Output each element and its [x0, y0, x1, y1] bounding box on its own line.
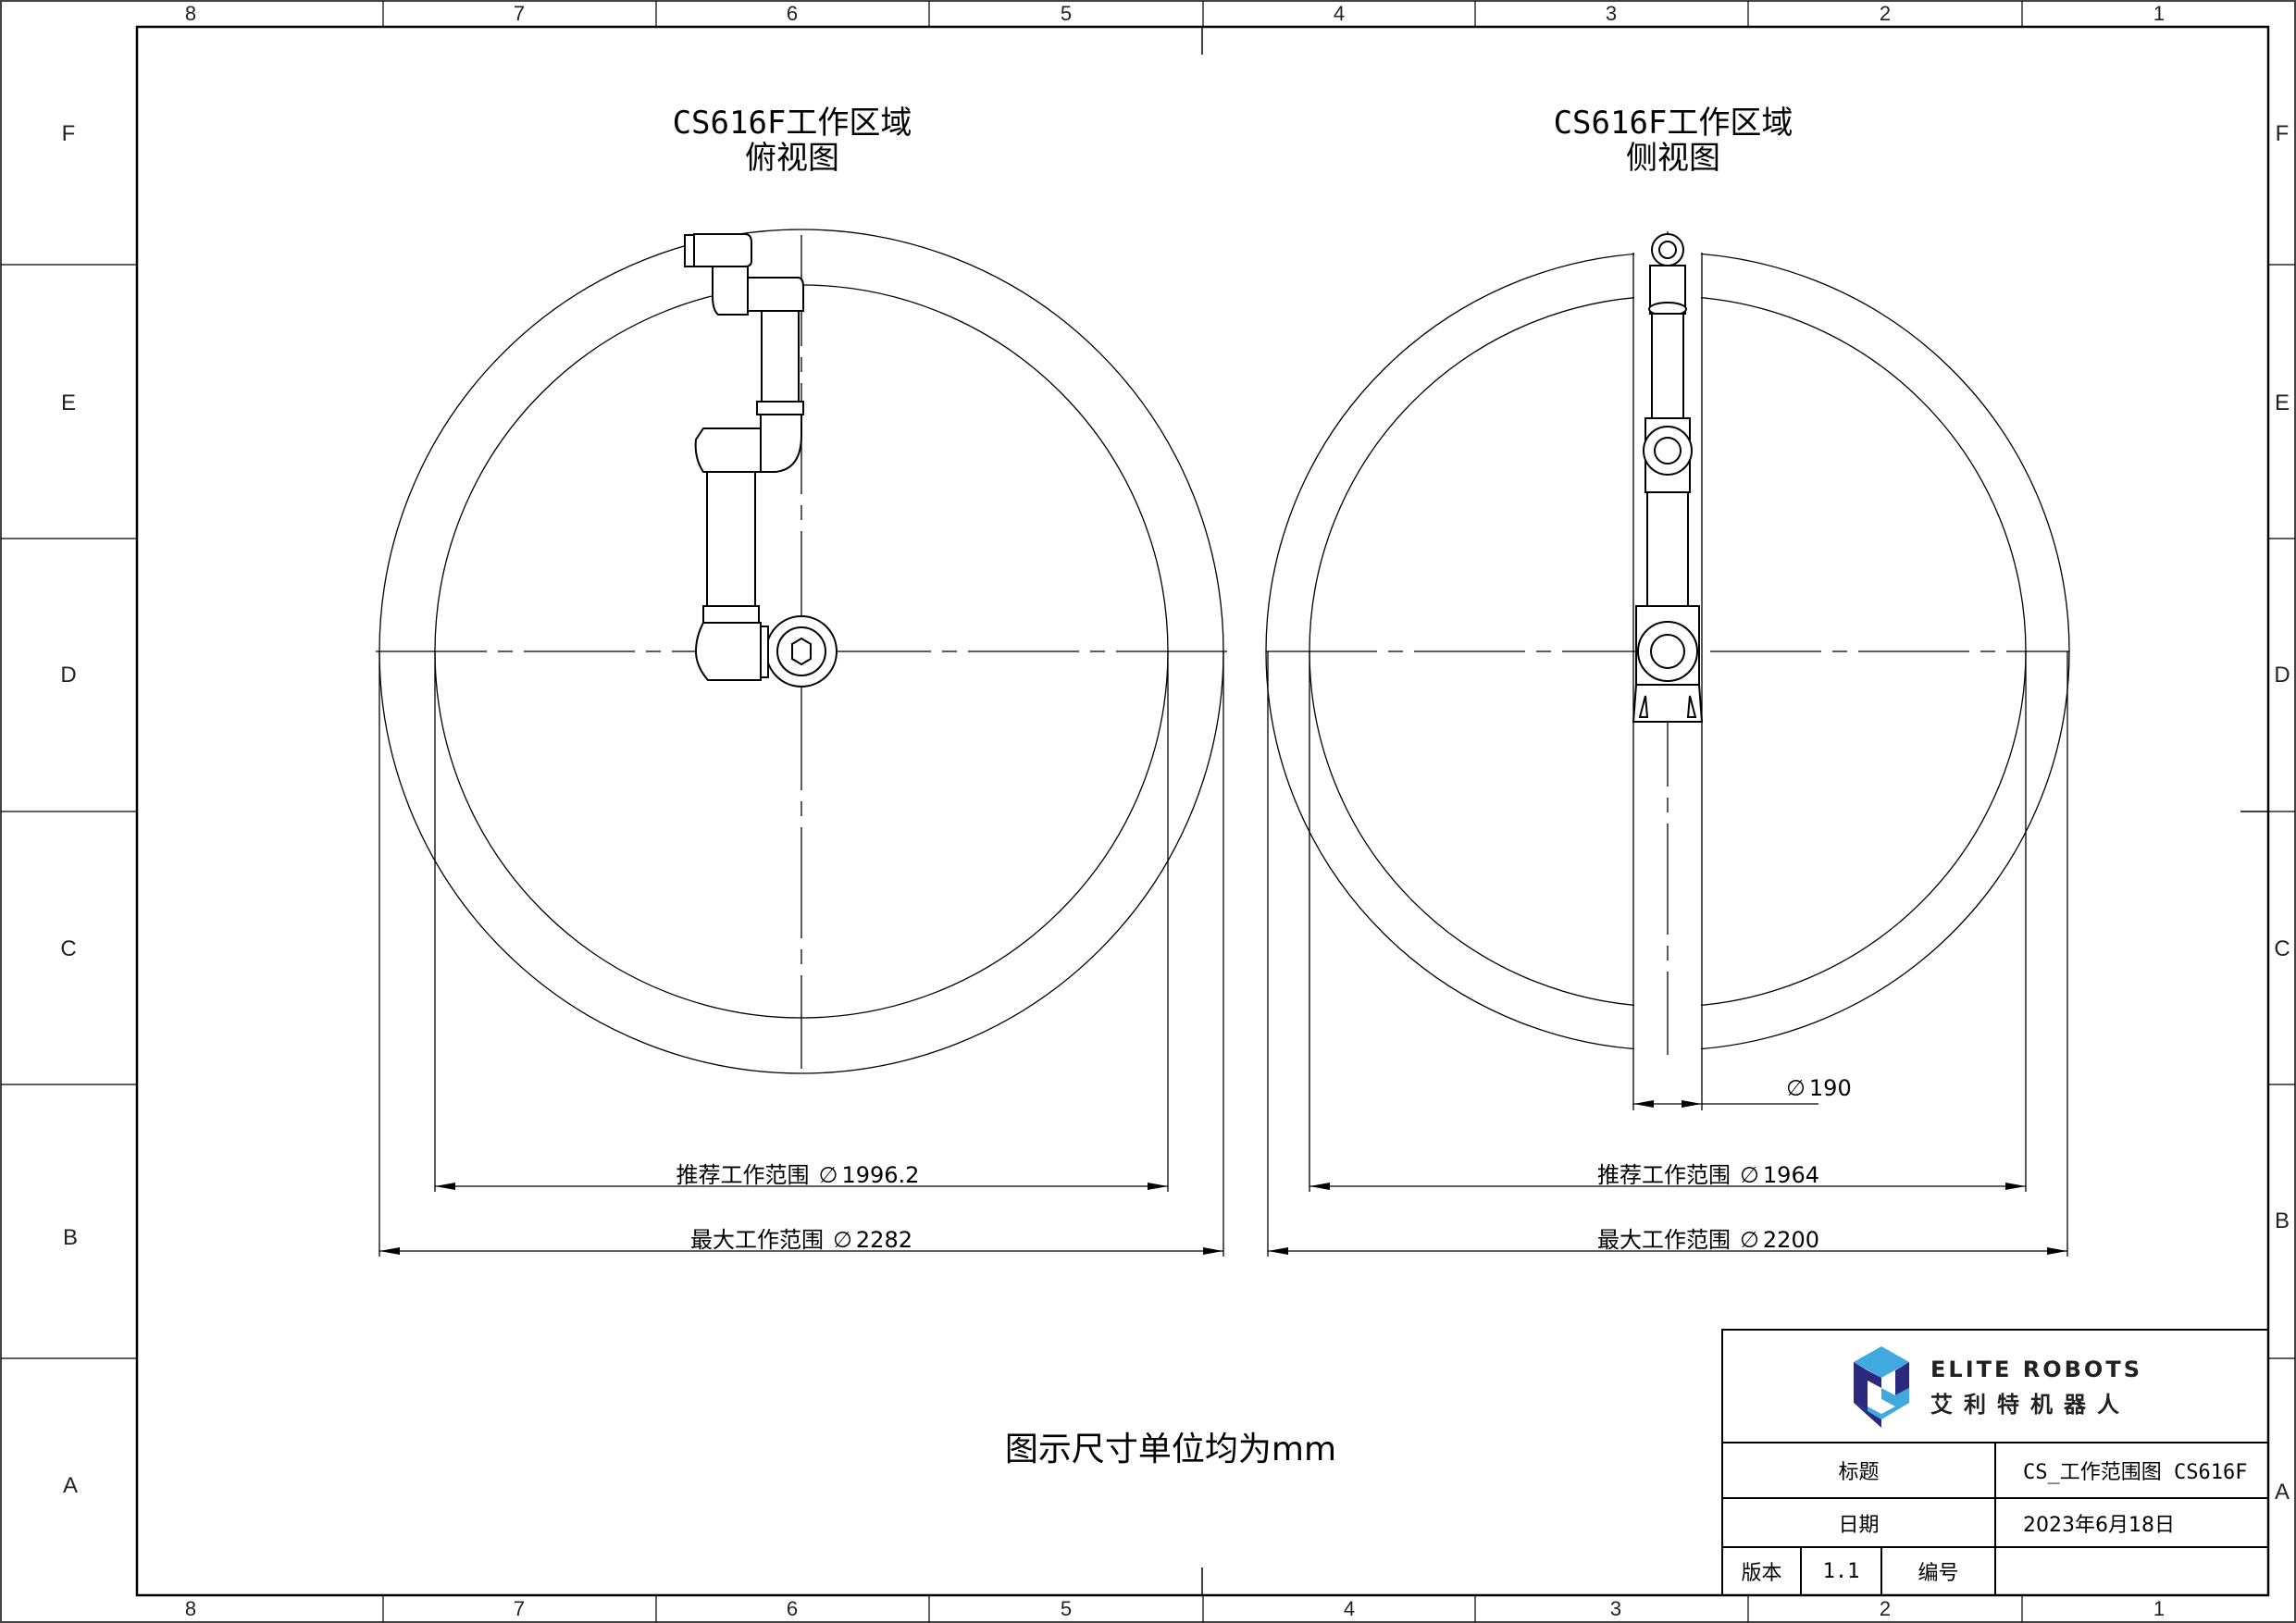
- units-note: 图示尺寸单位均为mm: [1004, 1431, 1337, 1468]
- row-label: C: [2274, 936, 2290, 961]
- title-value: CS_工作范围图 CS616F: [2023, 1461, 2248, 1484]
- version-value: 1.1: [1822, 1559, 1860, 1583]
- dim-caption: 推荐工作范围: [676, 1162, 810, 1188]
- col-label: 2: [1879, 2, 1892, 25]
- dim-value: 2282: [855, 1227, 912, 1253]
- side-base-dim-label: ∅190: [1777, 1075, 1852, 1101]
- row-label: E: [60, 390, 77, 415]
- col-label: 3: [1605, 2, 1618, 25]
- row-label: E: [2274, 390, 2290, 415]
- row-label: B: [62, 1225, 79, 1250]
- col-label: 4: [1343, 1597, 1356, 1620]
- robot-top-view: [684, 233, 838, 688]
- row-label: C: [60, 936, 77, 961]
- column-zone-dividers: [382, 1, 2023, 1622]
- diameter-symbol-icon: ∅: [833, 1227, 852, 1253]
- col-label: 6: [786, 2, 799, 25]
- col-label: 1: [2153, 2, 2166, 25]
- date-label: 日期: [1838, 1513, 1880, 1537]
- side-view-title-line1: CS616F工作区域: [1553, 105, 1793, 142]
- side-view-title: CS616F工作区域 侧视图: [1554, 105, 1793, 176]
- side-view-title-line2: 侧视图: [1625, 140, 1720, 177]
- dim-value: 1964: [1762, 1162, 1819, 1188]
- dim-value: 1996.2: [841, 1162, 920, 1188]
- top-recommended-dim-label: 推荐工作范围 ∅1996.2: [676, 1157, 920, 1189]
- date-value: 2023年6月18日: [2023, 1513, 2175, 1537]
- row-label: B: [2274, 1208, 2290, 1233]
- diameter-symbol-icon: ∅: [1740, 1162, 1759, 1188]
- row-label: F: [2275, 121, 2290, 146]
- side-view: [1265, 231, 2070, 1257]
- dim-value: 190: [1808, 1075, 1852, 1101]
- number-value: [1995, 1547, 2268, 1595]
- row-label: D: [60, 663, 77, 688]
- side-max-dim-label: 最大工作范围 ∅2200: [1597, 1221, 1819, 1254]
- version-label: 版本: [1741, 1562, 1782, 1585]
- col-label: 4: [1333, 2, 1346, 25]
- dim-caption: 最大工作范围: [1597, 1227, 1731, 1253]
- top-view: [376, 229, 1227, 1257]
- diameter-symbol-icon: ∅: [1786, 1075, 1806, 1101]
- side-recommended-dim-label: 推荐工作范围 ∅1964: [1597, 1157, 1819, 1189]
- title-label: 标题: [1838, 1461, 1880, 1484]
- robot-side-view: [1632, 233, 1704, 723]
- brand-name-en: ELITE ROBOTS: [1930, 1357, 2142, 1382]
- row-label: A: [2274, 1480, 2290, 1505]
- col-label: 5: [1060, 1597, 1073, 1620]
- col-label: 8: [184, 1597, 197, 1620]
- row-zone-dividers: [1, 264, 2295, 1359]
- col-label: 1: [2153, 1597, 2166, 1620]
- row-label: A: [62, 1473, 79, 1498]
- top-view-title-line1: CS616F工作区域: [672, 105, 912, 142]
- col-label: 8: [184, 2, 197, 25]
- top-max-dim-label: 最大工作范围 ∅2282: [690, 1221, 912, 1254]
- col-label: 7: [513, 2, 526, 25]
- diameter-symbol-icon: ∅: [1740, 1227, 1759, 1253]
- col-label: 5: [1060, 2, 1073, 25]
- elite-robots-logo-icon: [1854, 1346, 1909, 1428]
- top-view-title-line2: 俯视图: [744, 140, 839, 177]
- dim-value: 2200: [1762, 1227, 1819, 1253]
- dim-caption: 推荐工作范围: [1597, 1162, 1731, 1188]
- col-label: 7: [513, 1597, 526, 1620]
- col-label: 3: [1609, 1597, 1622, 1620]
- number-label: 编号: [1917, 1562, 1959, 1585]
- brand-block: ELITE ROBOTS 艾利特机器人: [1930, 1357, 2142, 1419]
- row-label: F: [61, 121, 76, 146]
- dim-caption: 最大工作范围: [690, 1227, 825, 1253]
- title-block-grid: [1721, 1329, 2269, 1596]
- col-label: 2: [1879, 1597, 1892, 1620]
- top-view-title: CS616F工作区域 俯视图: [673, 105, 912, 176]
- row-label: D: [2274, 663, 2290, 688]
- diameter-symbol-icon: ∅: [818, 1162, 838, 1188]
- brand-name-cn: 艾利特机器人: [1930, 1392, 2130, 1418]
- col-label: 6: [786, 1597, 799, 1620]
- centering-marks: [1201, 27, 2268, 1595]
